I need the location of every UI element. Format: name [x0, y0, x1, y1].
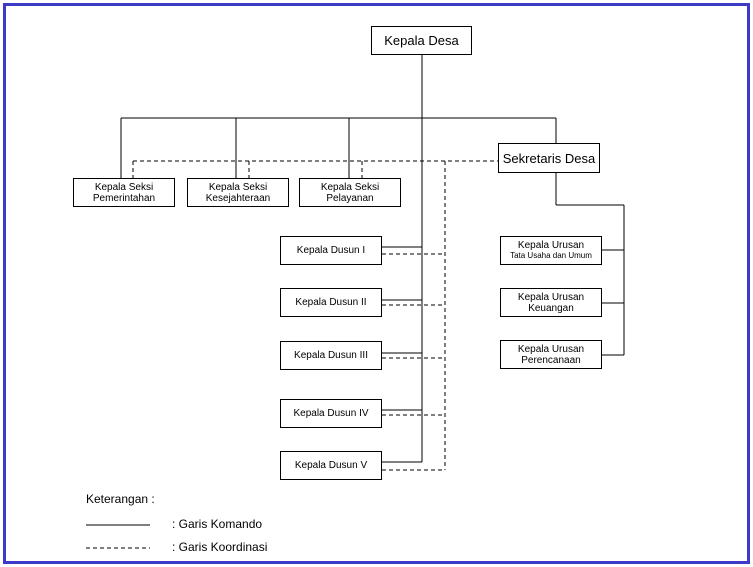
node-label-line1: Kepala Seksi: [208, 181, 268, 193]
node-label-line1: Kepala Urusan: [517, 240, 585, 251]
node-dusun-3: Kepala Dusun III: [280, 341, 382, 370]
legend-dashed-label: : Garis Koordinasi: [172, 540, 268, 554]
node-label-line2: Pelayanan: [326, 192, 374, 204]
node-label: Kepala Dusun V: [294, 460, 368, 471]
node-urusan-tata-usaha: Kepala Urusan Tata Usaha dan Umum: [500, 236, 602, 265]
node-label-line2: Perencanaan: [521, 354, 581, 366]
legend-title: Keterangan :: [86, 492, 155, 506]
node-label-line2: Keuangan: [528, 302, 574, 314]
node-label: Kepala Dusun I: [296, 245, 366, 256]
node-seksi-pemerintahan: Kepala Seksi Pemerintahan: [73, 178, 175, 207]
node-dusun-4: Kepala Dusun IV: [280, 399, 382, 428]
node-seksi-pelayanan: Kepala Seksi Pelayanan: [299, 178, 401, 207]
node-label-line1: Kepala Urusan: [517, 343, 585, 355]
node-label: Kepala Dusun II: [295, 297, 367, 308]
node-label: Kepala Dusun IV: [293, 408, 369, 419]
coordination-lines: [86, 160, 498, 549]
node-urusan-keuangan: Kepala Urusan Keuangan: [500, 288, 602, 317]
node-label-line1: Kepala Seksi: [94, 181, 154, 193]
node-kepala-desa: Kepala Desa: [371, 26, 472, 55]
node-label: Kepala Desa: [384, 33, 459, 48]
node-dusun-1: Kepala Dusun I: [280, 236, 382, 265]
node-label-line1: Kepala Urusan: [517, 291, 585, 303]
node-label-line2: Pemerintahan: [92, 192, 156, 204]
node-seksi-kesejahteraan: Kepala Seksi Kesejahteraan: [187, 178, 289, 207]
node-sekretaris-desa: Sekretaris Desa: [498, 143, 600, 173]
node-label: Kepala Dusun III: [294, 350, 368, 361]
node-urusan-perencanaan: Kepala Urusan Perencanaan: [500, 340, 602, 369]
node-label-line2: Kesejahteraan: [205, 192, 271, 204]
command-lines: [86, 54, 625, 526]
legend-solid-label: : Garis Komando: [172, 517, 263, 531]
node-label-line1: Kepala Seksi: [320, 181, 380, 193]
node-label: Sekretaris Desa: [502, 150, 596, 166]
node-dusun-5: Kepala Dusun V: [280, 451, 382, 480]
node-dusun-2: Kepala Dusun II: [280, 288, 382, 317]
node-label-line2: Tata Usaha dan Umum: [510, 251, 592, 260]
